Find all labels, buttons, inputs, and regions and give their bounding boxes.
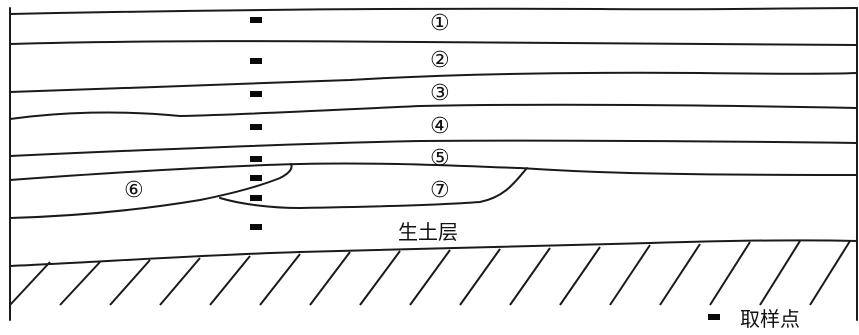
hatch-line (59, 261, 101, 306)
boundary-4-5 (9, 139, 858, 157)
hatch-line (209, 255, 251, 306)
sample-point (250, 17, 262, 23)
boundary-7-lens-bottom (219, 167, 528, 209)
hatch-line (9, 261, 51, 306)
boundary-top (9, 7, 858, 15)
hatch-line (309, 251, 351, 306)
hatch-line (809, 240, 851, 306)
bedrock-hatching (9, 240, 851, 306)
hatch-line (259, 253, 301, 306)
layer-label-1: ① (430, 11, 450, 36)
natural-soil-label: 生土层 (398, 220, 458, 244)
legend-label: 取样点 (740, 307, 800, 331)
layer-label-6: ⑥ (124, 178, 144, 203)
hatch-line (559, 246, 601, 306)
hatch-line (509, 247, 551, 306)
legend-sample-point-marker (708, 314, 720, 320)
boundary-natural-base (9, 239, 858, 267)
hatch-line (409, 249, 451, 306)
sample-points-column (250, 17, 262, 230)
sample-point (250, 58, 262, 64)
boundary-6-natural (9, 163, 293, 219)
hatch-line (659, 243, 701, 306)
hatch-line (759, 240, 801, 306)
hatch-line (109, 259, 151, 306)
boundary-3-4 (9, 103, 858, 120)
sample-point (250, 156, 262, 162)
layer-label-7: ⑦ (430, 178, 450, 203)
hatch-line (159, 257, 201, 306)
hatch-line (609, 244, 651, 306)
hatch-line (709, 241, 751, 306)
layer-label-2: ② (430, 48, 450, 73)
layer-label-4: ④ (430, 114, 450, 139)
layer-label-3: ③ (430, 81, 450, 106)
sample-point (250, 91, 262, 97)
hatch-line (359, 250, 401, 306)
legend: 取样点 (708, 307, 800, 331)
sample-point (250, 175, 262, 181)
hatch-line (459, 248, 501, 306)
sample-point (250, 224, 262, 230)
sample-point (250, 124, 262, 130)
boundary-2-3 (9, 71, 858, 93)
layer-label-5: ⑤ (430, 146, 450, 171)
boundary-1-2 (9, 40, 858, 46)
boundary-5-6 (9, 162, 858, 181)
sample-point (250, 195, 262, 201)
